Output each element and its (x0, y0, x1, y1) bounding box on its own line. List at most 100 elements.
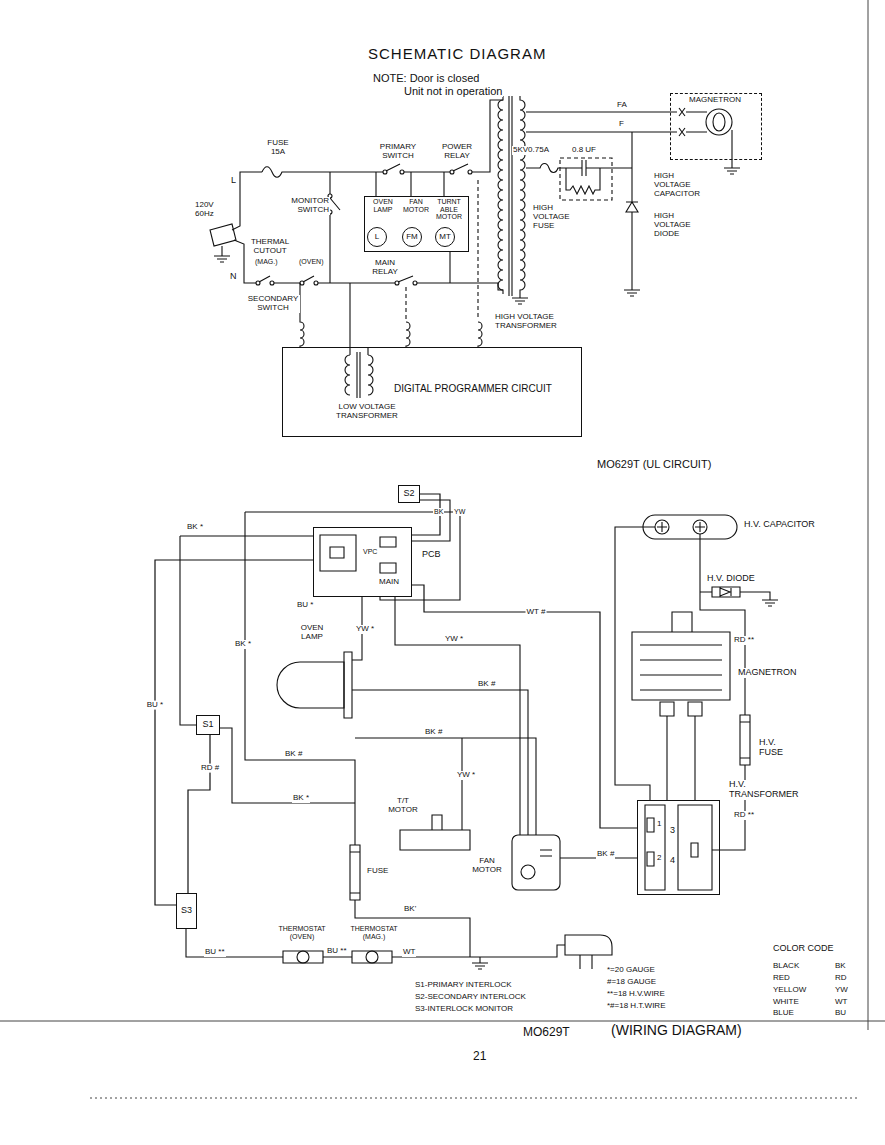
harness-wire (245, 512, 460, 600)
node-label: FM (406, 233, 418, 242)
part-label: N (229, 272, 238, 282)
schematic-wire (400, 170, 404, 174)
schematic-wire (330, 172, 340, 283)
node-label: DIGITAL PROGRAMMER CIRCUIT (393, 383, 553, 394)
schematic-wire (221, 246, 222, 256)
part-label: THERMAL CUTOUT (248, 238, 292, 256)
harness-wire (762, 600, 778, 606)
harness-wire (400, 815, 470, 850)
part-label: *#=18 H.T.WIRE (606, 1002, 666, 1011)
schematic-wire (262, 167, 383, 178)
schematic-wire (582, 160, 586, 176)
page-rule (0, 0, 885, 1098)
wire-connector (412, 585, 637, 828)
part-label: BK # (596, 850, 615, 859)
part-label: WT (834, 998, 848, 1007)
harness-wire (700, 587, 770, 600)
schematic-wire (345, 283, 350, 395)
harness-wire (640, 645, 722, 690)
wire-connector (188, 735, 210, 893)
schematic-wire (405, 287, 406, 322)
harness-wire (657, 522, 705, 532)
part-label: BK * (292, 794, 310, 803)
part-label: BK # (477, 680, 496, 689)
schematic-wire (624, 290, 640, 296)
part-label: (WIRING DIAGRAM) (610, 1023, 743, 1038)
schematic-wire (679, 108, 685, 136)
wire-color-label: BU * (146, 701, 164, 710)
part-label: HIGH VOLTAGE FUSE (532, 204, 578, 230)
harness-wire (700, 534, 745, 715)
part-label: RD ** (733, 636, 755, 645)
part-label: BU ** (326, 947, 348, 956)
part-label: MAIN (378, 578, 400, 587)
schematic-wire (357, 352, 360, 398)
part-label: FAN MOTOR (470, 857, 504, 875)
part-label: BU ** (204, 948, 226, 957)
wire-color-label: WT # (526, 608, 547, 617)
harness-wire (521, 865, 535, 879)
harness-wire (297, 951, 309, 963)
part-label: RED (772, 974, 791, 983)
schematic-wire (303, 276, 395, 283)
schematic-wire (210, 224, 236, 246)
part-label: H.V. CAPACITOR (743, 520, 816, 530)
part-label: NOTE: Door is closed (372, 72, 480, 84)
schematic-wire (386, 164, 450, 172)
part-label: BK' (403, 905, 417, 914)
interlock-switch: S1 (196, 715, 220, 735)
magnetron-box: MAGNETRON (670, 93, 762, 160)
part-label: FUSE (366, 867, 389, 876)
part-label: BU * (296, 601, 314, 610)
page-rule (868, 0, 869, 1030)
part-label: MONITOR SWITCH (284, 197, 330, 215)
part-label: BK * (234, 640, 252, 649)
part-label: BK # (284, 750, 303, 759)
harness-wire (245, 512, 355, 845)
part-label: YW * (456, 771, 476, 780)
node-label: L (375, 233, 379, 242)
schematic-wire (509, 96, 512, 296)
part-label: MAIN RELAY (368, 259, 402, 277)
schematic-wire (706, 109, 732, 135)
part-label: POWER RELAY (438, 143, 476, 161)
part-label: L (230, 176, 237, 186)
part-label: HIGH VOLTAGE CAPACITOR (653, 172, 711, 198)
part-label: 1 (656, 820, 662, 829)
schematic-wire (368, 347, 373, 395)
harness-wire (350, 845, 360, 900)
harness-wire (740, 715, 750, 765)
interlock-switch: S3 (176, 893, 197, 929)
node-label: OVEN LAMP (366, 198, 400, 213)
part-label: 120V 60Hz (194, 201, 224, 219)
part-label: HIGH VOLTAGE DIODE (653, 212, 711, 238)
schematic-wire (526, 112, 677, 132)
harness-wire (472, 957, 488, 969)
part-label: H.V. DIODE (706, 574, 756, 584)
part-label: THERMOSTAT (OVEN) (274, 925, 330, 940)
part-label: RD (834, 974, 848, 983)
part-label: YELLOW (772, 986, 807, 995)
lamp-symbol: L (367, 227, 387, 247)
part-label: S1-PRIMARY INTERLOCK (414, 981, 513, 990)
part-label: F (618, 120, 625, 129)
page-rule (0, 1021, 885, 1022)
harness-wire (344, 652, 352, 718)
part-label: FA (616, 101, 628, 110)
wire-connector (155, 560, 313, 905)
diagram-title: SCHEMATIC DIAGRAM (367, 46, 547, 63)
part-label: BLACK (772, 962, 800, 971)
schematic-wire (713, 113, 725, 131)
part-label: H.V. FUSE (758, 738, 794, 758)
part-label: MAGNETRON (737, 668, 798, 678)
part-label: HIGH VOLTAGE TRANSFORMER (494, 313, 562, 331)
schematic-wire (259, 276, 300, 283)
page-rule (90, 1098, 860, 1099)
part-label: RD ** (733, 811, 755, 820)
harness-wire (352, 690, 528, 835)
schematic-wire (453, 100, 503, 172)
harness-wire (540, 850, 552, 856)
harness-wire (512, 835, 560, 890)
schematic-wire (314, 281, 318, 285)
